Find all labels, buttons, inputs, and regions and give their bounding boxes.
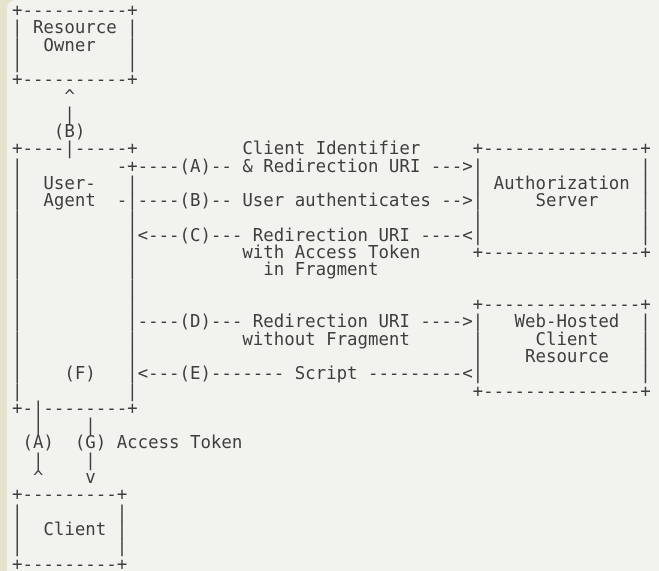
code-panel: +----------+ | Resource | | Owner | | | … <box>7 0 659 571</box>
ascii-flow-diagram: +----------+ | Resource | | Owner | | | … <box>12 1 651 571</box>
